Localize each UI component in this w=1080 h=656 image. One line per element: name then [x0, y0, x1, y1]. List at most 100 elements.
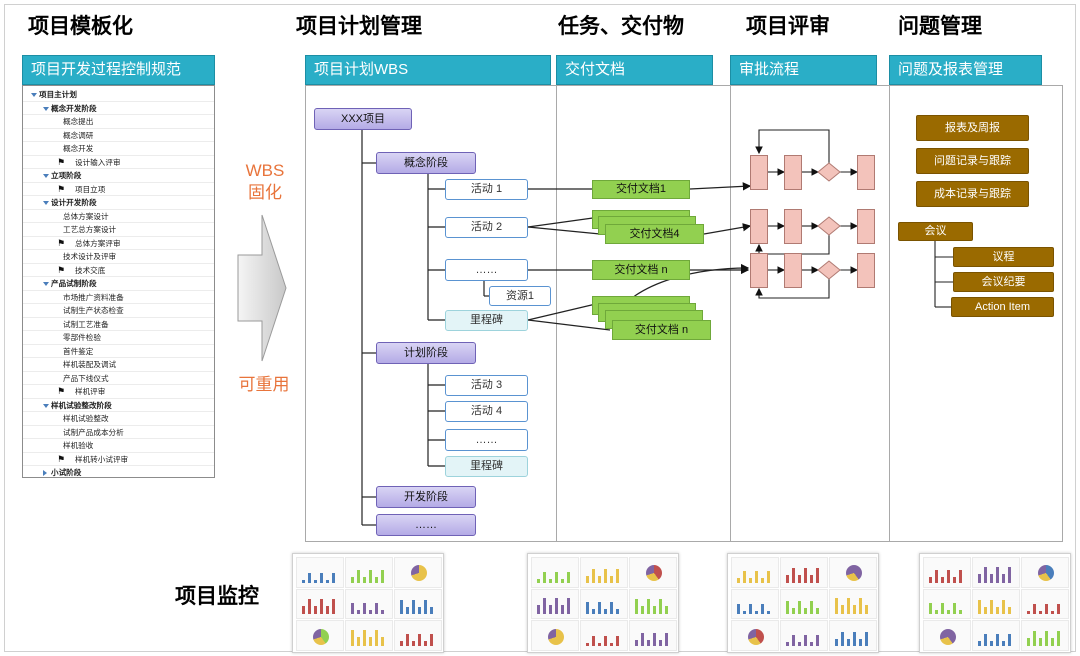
mini-bar: [929, 603, 932, 615]
mini-bar: [810, 641, 813, 646]
mini-bar: [935, 569, 938, 583]
spec-tree-label: 试制工艺准备: [63, 319, 109, 329]
spec-tree-row[interactable]: 试制产品成本分析: [23, 426, 214, 439]
wbs-activity-more-2: ……: [445, 429, 528, 451]
spec-tree-row[interactable]: 样机验收: [23, 439, 214, 453]
spec-tree-row[interactable]: ⚑样机转小试评审: [23, 453, 214, 466]
spec-tree-row[interactable]: 概念提出: [23, 115, 214, 129]
dashboard-widget: [923, 588, 971, 620]
spec-tree-row[interactable]: 概念调研: [23, 129, 214, 142]
mini-bar: [598, 602, 601, 615]
expand-caret-icon[interactable]: [43, 106, 49, 111]
dashboard-widget: [531, 620, 579, 651]
spec-tree-row[interactable]: 工艺总方案设计: [23, 223, 214, 237]
spec-tree-row[interactable]: 技术设计及评审: [23, 250, 214, 264]
spec-tree-row[interactable]: 零部件检验: [23, 331, 214, 345]
mini-bar: [978, 640, 981, 646]
spec-tree-row[interactable]: 首件鉴定: [23, 345, 214, 358]
mini-bar: [430, 607, 433, 615]
mini-bar: [761, 577, 764, 583]
mini-bar: [792, 608, 795, 615]
mini-bar: [598, 642, 601, 646]
mini-bar: [641, 632, 644, 646]
expand-caret-icon[interactable]: [43, 174, 49, 178]
spec-tree-row[interactable]: 总体方案设计: [23, 210, 214, 223]
collapsed-caret-icon[interactable]: [43, 470, 47, 476]
spec-tree-row[interactable]: 样机试验整改阶段: [23, 399, 214, 412]
mini-bar: [549, 605, 552, 615]
mini-bar: [953, 576, 956, 583]
dashboard-widget: [296, 588, 344, 620]
mini-bar: [798, 601, 801, 615]
dashboard-widget: [394, 620, 442, 651]
mini-bar: [804, 634, 807, 646]
spec-tree-row[interactable]: ⚑总体方案评审: [23, 237, 214, 250]
spec-tree-row[interactable]: 样机试验整改: [23, 412, 214, 426]
mini-bar: [314, 579, 317, 583]
mini-bar: [555, 571, 558, 583]
mini-bar: [984, 566, 987, 583]
spec-tree-row[interactable]: ⚑设计输入评审: [23, 156, 214, 169]
mini-bar: [543, 571, 546, 583]
meeting-minutes: 会议纪要: [953, 272, 1054, 292]
spec-tree-row[interactable]: 试制生产状态检查: [23, 304, 214, 318]
mini-bar: [659, 599, 662, 615]
mini-bar: [1039, 611, 1042, 615]
mini-bar: [1039, 637, 1042, 646]
expand-caret-icon[interactable]: [43, 282, 49, 286]
spec-tree-row[interactable]: ⚑项目立项: [23, 183, 214, 196]
mini-bar: [592, 635, 595, 646]
spec-tree-row[interactable]: ⚑样机评审: [23, 385, 214, 399]
mini-bar: [755, 570, 758, 583]
spec-tree-row[interactable]: 立项阶段: [23, 169, 214, 183]
dashboard-widget: [345, 620, 393, 651]
mini-bar: [990, 640, 993, 646]
wbs-label-line1: WBS: [245, 161, 285, 180]
wbs-activity-1: 活动 1: [445, 179, 528, 200]
spec-tree-row[interactable]: 概念开发: [23, 142, 214, 156]
expand-caret-icon[interactable]: [43, 403, 49, 408]
spec-tree-row[interactable]: 设计开发阶段: [23, 196, 214, 210]
dashboard-thumbnail: [727, 553, 879, 653]
mini-bar: [641, 606, 644, 615]
spec-tree-label: 立项阶段: [51, 171, 82, 180]
spec-tree-label: 样机试验整改阶段: [51, 400, 112, 410]
dashboard-widget: [629, 588, 677, 620]
deliverable-4: 交付文档4: [605, 224, 704, 244]
spec-tree-row[interactable]: 试制工艺准备: [23, 318, 214, 331]
spec-tree-row[interactable]: 小试阶段: [23, 466, 214, 477]
spec-tree-row[interactable]: 产品下线仪式: [23, 372, 214, 385]
spec-tree-label: 总体方案设计: [63, 211, 109, 221]
spec-tree-row[interactable]: 产品试制阶段: [23, 277, 214, 291]
spec-tree-row[interactable]: 概念开发阶段: [23, 102, 214, 115]
spec-tree-row[interactable]: 项目主计划: [23, 88, 214, 102]
approval-step: [750, 155, 768, 190]
mini-bar: [1008, 607, 1011, 615]
expand-caret-icon[interactable]: [43, 201, 49, 205]
meeting-node: 会议: [898, 222, 973, 241]
mini-bar: [737, 604, 740, 615]
spec-tree-label: 项目主计划: [39, 90, 77, 99]
mini-bar: [1051, 637, 1054, 646]
mini-bar: [743, 570, 746, 583]
spec-tree-row[interactable]: 市场推广资料准备: [23, 291, 214, 304]
mini-bar: [749, 577, 752, 583]
pie-chart-icon: [846, 565, 862, 582]
spec-tree-row[interactable]: 样机装配及调试: [23, 358, 214, 372]
mini-bar: [941, 603, 944, 615]
wbs-header: 项目计划WBS: [305, 55, 551, 85]
expand-caret-icon[interactable]: [31, 93, 37, 97]
dashboard-widget: [629, 620, 677, 651]
pie-chart-icon: [748, 628, 764, 645]
approval-step: [857, 209, 875, 244]
mini-bar: [859, 638, 862, 646]
mini-bar: [798, 574, 801, 583]
spec-tree-label: 试制生产状态检查: [63, 306, 124, 315]
spec-tree-row[interactable]: ⚑技术交底: [23, 264, 214, 277]
mini-bar: [1033, 604, 1036, 615]
mini-bar: [357, 636, 360, 646]
mini-bar: [406, 633, 409, 646]
mini-bar: [996, 633, 999, 646]
divider-2: [730, 85, 731, 542]
mini-bar: [859, 598, 862, 615]
